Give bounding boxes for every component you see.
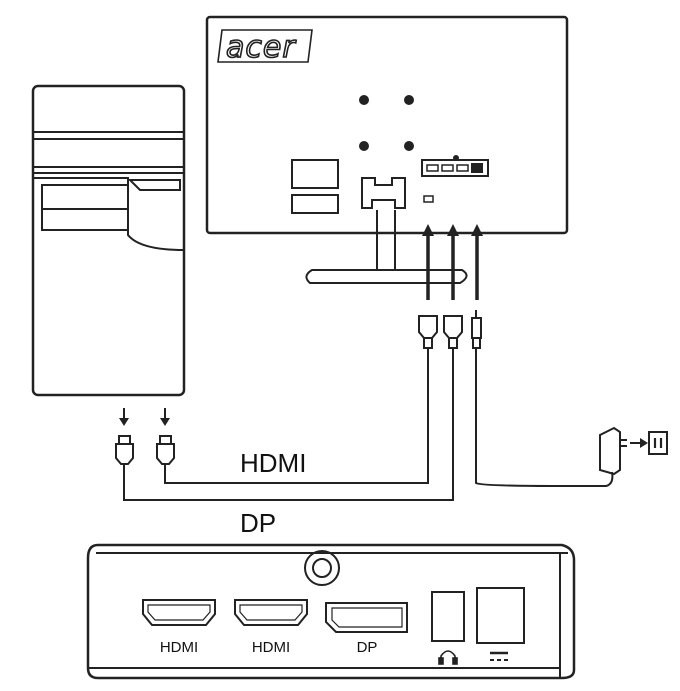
cable-routes — [123, 348, 614, 501]
hdmi-cable-label: HDMI — [240, 448, 306, 478]
arrow-down-icon — [119, 418, 129, 426]
port-label-dp: DP — [357, 639, 378, 656]
dp-cable-label: DP — [240, 508, 276, 538]
vent-block-upper — [291, 159, 339, 189]
rear-panel: HDMI HDMI DP — [86, 543, 576, 680]
monitor-back: acer — [205, 15, 569, 284]
dp-cable-path — [123, 348, 454, 501]
power-cable-path — [475, 348, 614, 487]
dc-power-port — [476, 587, 525, 644]
dc-power-icon — [490, 651, 508, 661]
monitor-stand — [305, 177, 468, 284]
wall-outlet — [630, 431, 668, 455]
audio-port — [431, 591, 465, 642]
pc-side-plugs — [115, 408, 175, 470]
hdmi-port-1 — [142, 599, 216, 626]
monitor-cable-drops — [422, 224, 483, 300]
power-button — [304, 550, 340, 586]
port-label-hdmi-2: HDMI — [252, 639, 290, 656]
hdmi-port-2 — [234, 599, 308, 626]
brand-logo: acer — [226, 30, 296, 65]
drive-slot — [127, 179, 181, 191]
arrow-down-icon — [160, 418, 170, 426]
outlet-icon — [648, 431, 668, 455]
headphone-icon — [438, 650, 458, 665]
acer-logo-badge — [217, 29, 313, 63]
monitor-side-plugs — [418, 310, 482, 349]
power-adapter — [599, 426, 627, 476]
monitor-io-panel — [421, 155, 489, 203]
pc-tower — [31, 84, 186, 397]
port-label-hdmi-1: HDMI — [160, 639, 198, 656]
vesa-mount-holes — [359, 95, 414, 151]
vent-block-lower — [291, 194, 339, 214]
hdmi-cable-path — [164, 348, 429, 484]
dp-port — [325, 602, 408, 633]
arrow-right-icon — [640, 438, 648, 448]
